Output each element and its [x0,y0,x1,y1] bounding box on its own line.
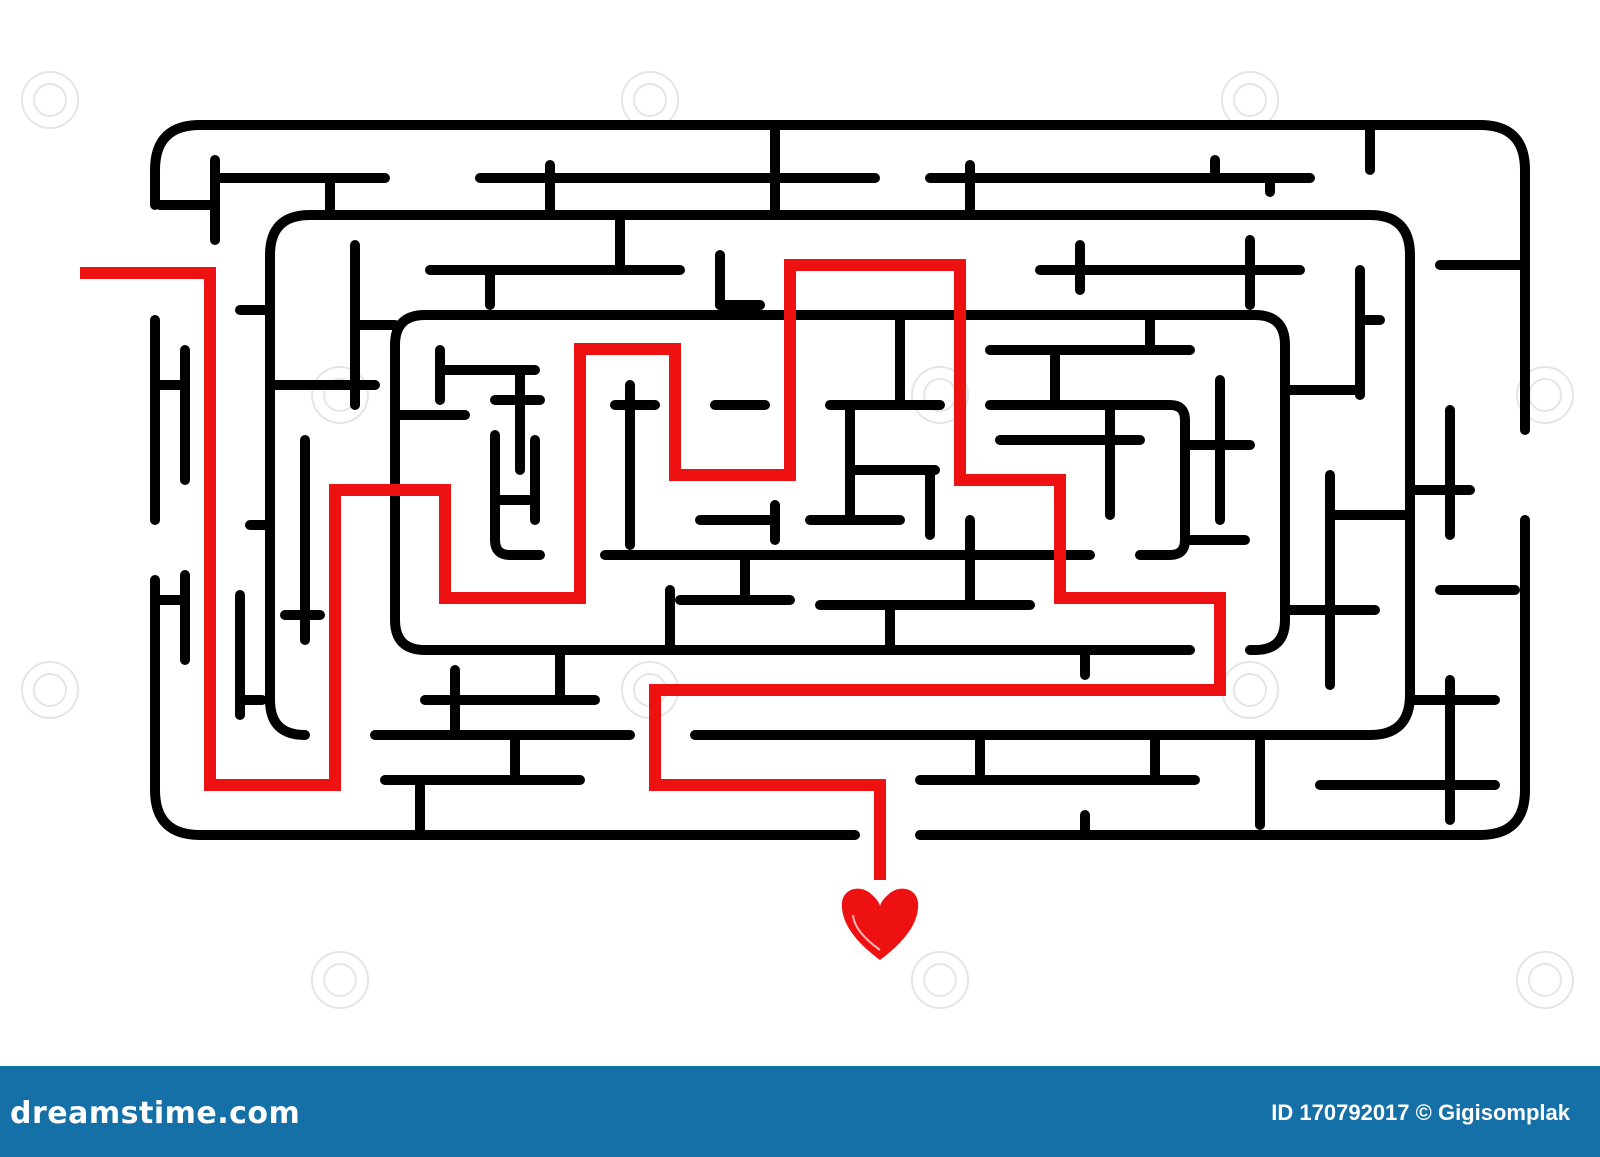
maze-canvas [21,71,1574,1009]
maze-walls [150,120,1530,840]
solution-path [80,259,1226,880]
brand-logo: dreamstime.com [10,1096,301,1131]
watermark-footer-bar: dreamstime.com ID 170792017 © Gigisompla… [0,1066,1600,1157]
heart-icon [841,888,919,960]
maze-puzzle [21,71,1574,1009]
image-id-credit: ID 170792017 © Gigisomplak [1271,1100,1570,1125]
